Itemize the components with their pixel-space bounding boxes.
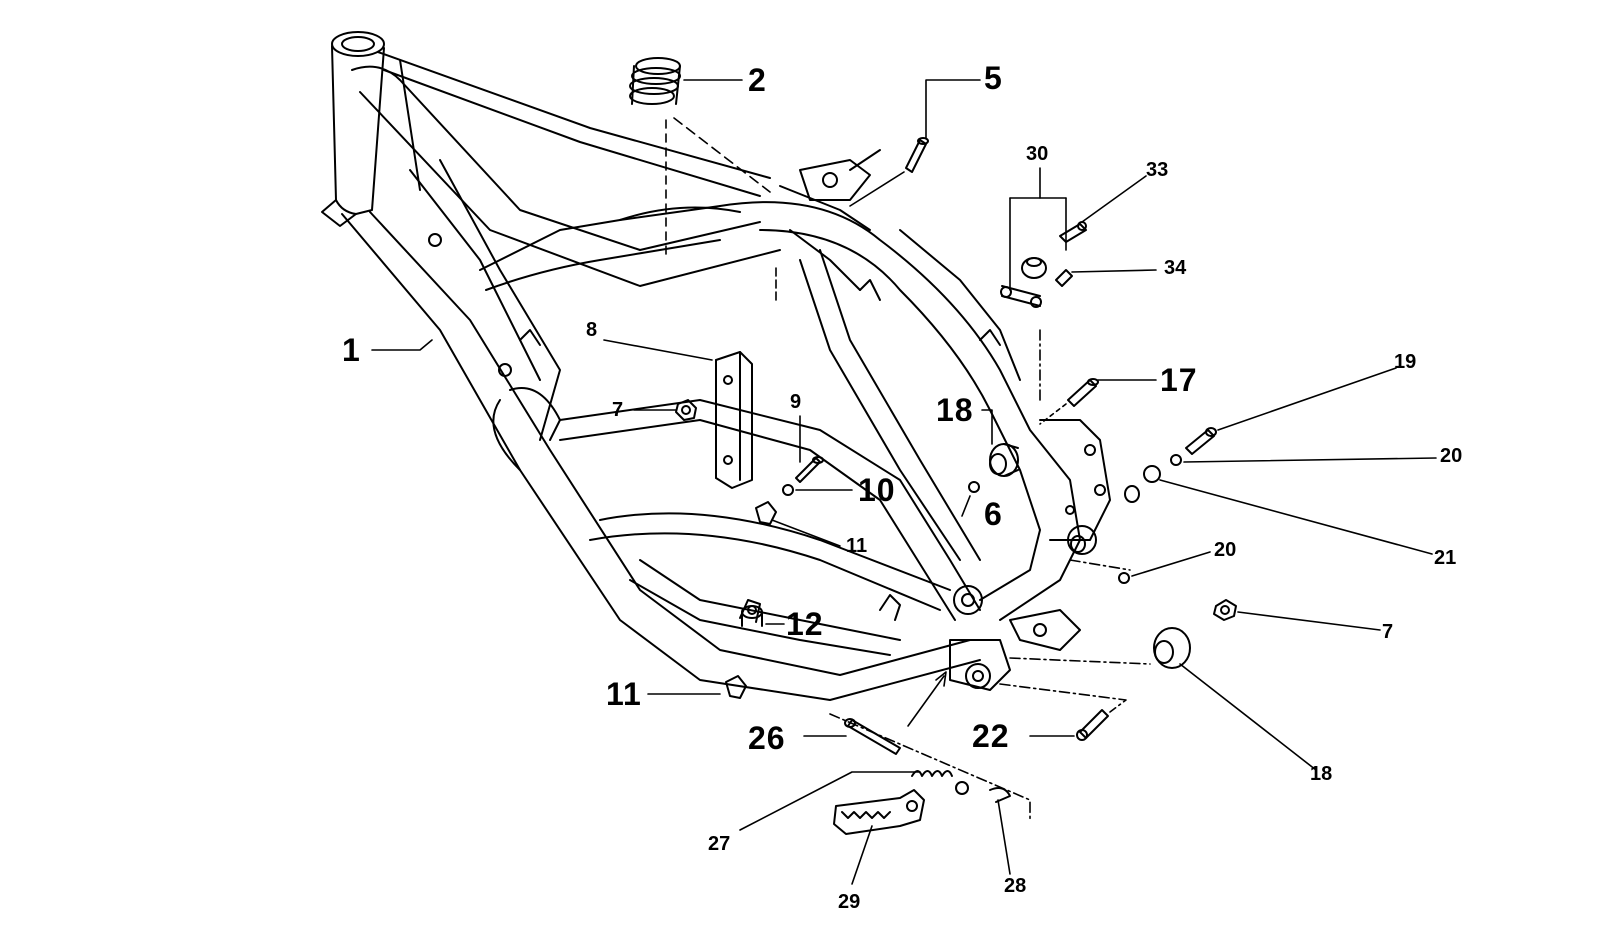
part-29-footpeg-drawing <box>833 789 925 835</box>
callout-34: 34 <box>1164 257 1187 279</box>
callout-30: 30 <box>1026 143 1049 165</box>
callout-20-lower: 20 <box>1214 539 1237 561</box>
callout-12: 12 <box>786 606 824 642</box>
part-11-clip-lower-drawing <box>725 675 747 699</box>
callout-1: 1 <box>342 332 361 368</box>
callout-7-right: 7 <box>1382 621 1394 643</box>
callout-7-left: 7 <box>612 399 624 421</box>
callout-28: 28 <box>1004 875 1027 897</box>
callout-2: 2 <box>748 62 767 98</box>
callout-17: 17 <box>1160 362 1198 398</box>
frame-outline <box>321 31 1111 701</box>
callout-18-left: 18 <box>936 392 974 428</box>
part-9-bolt-drawing <box>795 456 824 483</box>
part-19-bolt-drawing <box>1185 427 1217 455</box>
part-20-washer-upper-drawing <box>1170 454 1182 466</box>
part-8-plate-drawing <box>715 351 753 489</box>
part-28-cotter-pin-drawing <box>989 787 1011 803</box>
part-17-bolt-drawing <box>1067 378 1099 407</box>
callout-26: 26 <box>748 720 786 756</box>
part-11-clip-upper-drawing <box>755 501 777 525</box>
callout-27: 27 <box>708 833 731 855</box>
part-2-bellow-drawing <box>629 57 681 105</box>
part-5-bolt-drawing <box>905 137 929 173</box>
callout-19: 19 <box>1394 351 1417 373</box>
part-20-washer-lower-drawing <box>1118 572 1130 584</box>
part-34-screw-drawing <box>1055 269 1073 287</box>
part-bush-right-drawing <box>1067 525 1097 555</box>
callout-29: 29 <box>838 891 861 913</box>
part-7-nut-left-drawing <box>675 399 697 421</box>
callout-33: 33 <box>1146 159 1169 181</box>
part-12-boss-drawing <box>741 605 763 627</box>
parts <box>629 57 1237 835</box>
part-10-washer-drawing <box>782 484 794 496</box>
callout-18-right: 18 <box>1310 763 1333 785</box>
callout-6: 6 <box>984 496 1003 532</box>
callout-22: 22 <box>972 718 1010 754</box>
part-7-nut-right-drawing <box>1213 599 1237 621</box>
part-30-damper-drawing <box>1000 257 1047 308</box>
part-18-bush-left-drawing <box>989 443 1019 477</box>
part-22-bolt-drawing <box>1076 709 1109 741</box>
callout-5: 5 <box>984 60 1003 96</box>
callout-20-upper: 20 <box>1440 445 1463 467</box>
leader-lines <box>371 79 1437 885</box>
part-26-pin-drawing <box>844 718 901 755</box>
part-18-bush-right-drawing <box>1153 627 1191 669</box>
callout-21: 21 <box>1434 547 1457 569</box>
callout-11-lower: 11 <box>606 676 642 712</box>
part-6-washer-drawing <box>968 481 980 493</box>
callout-8: 8 <box>586 319 598 341</box>
callout-9: 9 <box>790 391 802 413</box>
callout-11-upper: 11 <box>846 535 868 557</box>
part-21-nut-drawing <box>1124 465 1161 503</box>
part-33-screw-drawing <box>1059 221 1087 243</box>
part-27-spring-drawing <box>911 770 969 795</box>
callout-10: 10 <box>858 472 896 508</box>
